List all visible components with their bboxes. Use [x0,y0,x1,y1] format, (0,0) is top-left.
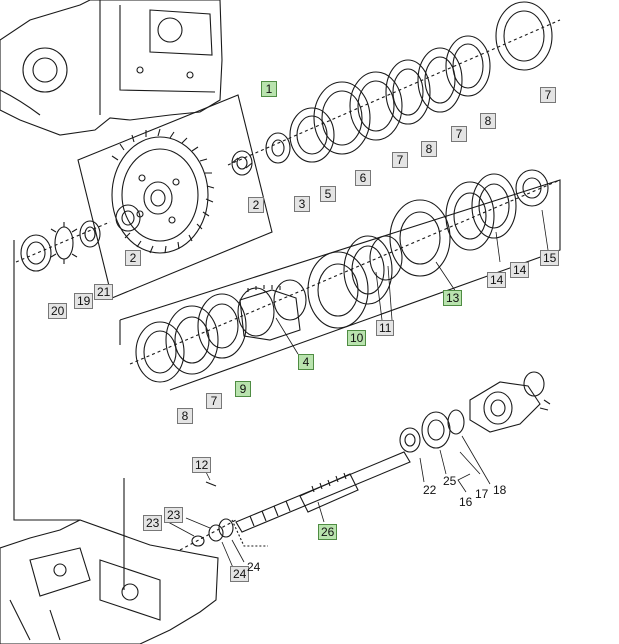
callout-23[interactable]: 23 [164,507,184,523]
callout-1[interactable]: 1 [261,81,277,97]
callout-7[interactable]: 7 [206,393,222,409]
callout-19[interactable]: 19 [74,293,94,309]
callout-18[interactable]: 18 [493,483,507,497]
callout-3[interactable]: 3 [294,196,310,212]
callout-7[interactable]: 7 [451,126,467,142]
input-group-frame [13,94,273,590]
middle-gear-pack [129,169,561,383]
output-shaft [179,371,551,551]
callout-9[interactable]: 9 [235,381,251,397]
input-gear [111,128,215,254]
middle-group-frame [119,179,561,391]
callout-14[interactable]: 14 [487,272,507,288]
callout-17[interactable]: 17 [475,487,489,501]
callout-24[interactable]: 24 [247,560,261,574]
callout-13[interactable]: 13 [443,290,463,306]
upper-bearings [115,132,291,232]
lower-housing [0,519,219,644]
callout-8[interactable]: 8 [421,141,437,157]
callout-26[interactable]: 26 [318,524,338,540]
transmission-housing [0,0,223,136]
callout-12[interactable]: 12 [192,457,212,473]
callout-4[interactable]: 4 [298,354,314,370]
callout-25[interactable]: 25 [443,474,457,488]
callout-6[interactable]: 6 [355,170,371,186]
callout-14[interactable]: 14 [510,262,530,278]
callout-16[interactable]: 16 [459,495,473,509]
callout-21[interactable]: 21 [94,284,114,300]
callout-10[interactable]: 10 [347,330,367,346]
callout-5[interactable]: 5 [320,186,336,202]
callout-7[interactable]: 7 [540,87,556,103]
pinion-pack [15,220,111,272]
callout-20[interactable]: 20 [48,303,68,319]
upper-clutch-pack [227,1,561,166]
leader-lines [167,209,549,571]
callout-2[interactable]: 2 [125,250,141,266]
callout-22[interactable]: 22 [423,483,437,497]
callout-15[interactable]: 15 [540,250,560,266]
callout-23[interactable]: 23 [143,515,163,531]
callout-8[interactable]: 8 [177,408,193,424]
callout-24[interactable]: 24 [230,566,250,582]
callout-11[interactable]: 11 [376,320,395,336]
callout-2[interactable]: 2 [248,197,264,213]
callout-7[interactable]: 7 [392,152,408,168]
callout-8[interactable]: 8 [480,113,496,129]
